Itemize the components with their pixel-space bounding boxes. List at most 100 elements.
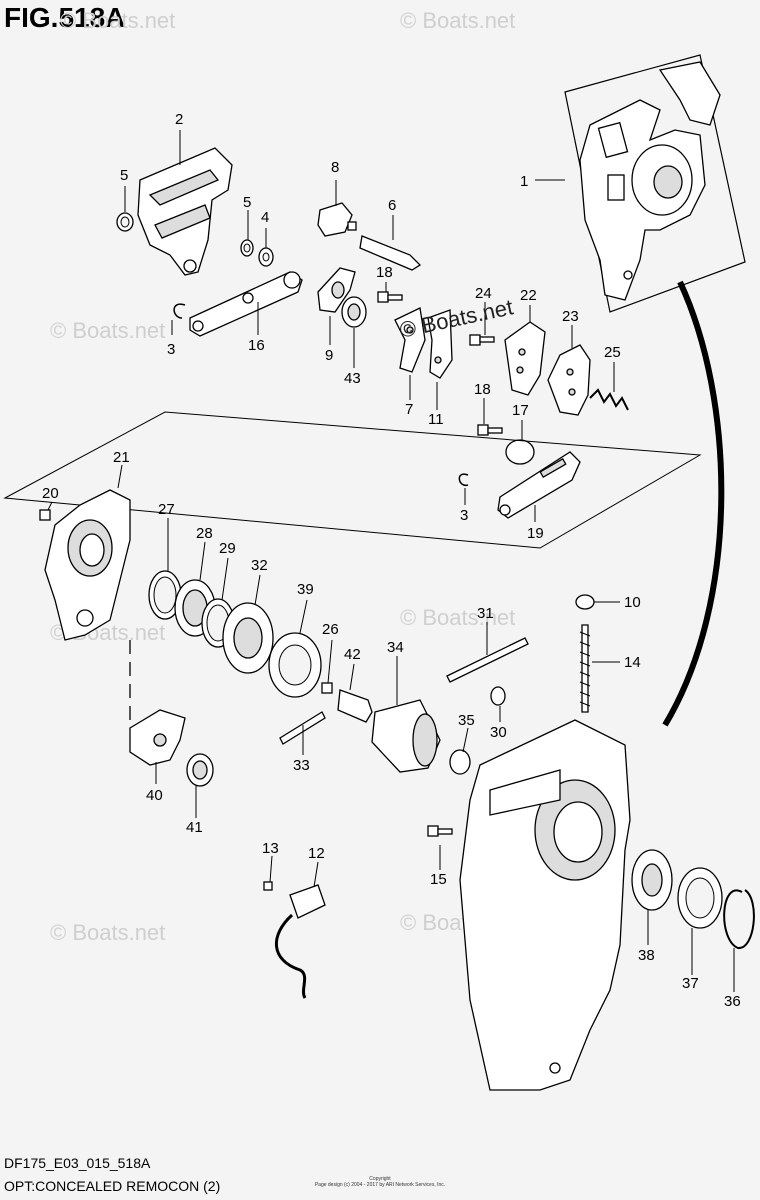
part-2-bracket (137, 147, 233, 276)
callout-5: 5 (243, 194, 251, 211)
part-3-circlip-mid (458, 473, 469, 486)
part-24-screw (469, 334, 495, 346)
callout-8: 8 (331, 159, 339, 176)
figure-title: FIG.518A (4, 2, 126, 33)
callout-16: 16 (248, 337, 265, 354)
callout-4: 4 (261, 209, 269, 226)
watermark: © Boats.net (60, 8, 176, 33)
callout-1: 1 (520, 173, 528, 190)
callout-20: 20 (42, 485, 59, 502)
callout-26: 26 (322, 621, 339, 638)
watermark: © Boats.net (50, 318, 166, 343)
callout-24: 24 (475, 285, 492, 302)
callout-7: 7 (405, 401, 413, 418)
part-36-circlip (723, 889, 755, 949)
part-38-bushing (631, 849, 673, 911)
part-6-shaft (359, 235, 422, 271)
figure-caption: OPT:CONCEALED REMOCON (2) (4, 1178, 221, 1194)
sub-assembly-outline (3, 411, 702, 549)
callout-30: 30 (490, 724, 507, 741)
part-35-bushing (449, 749, 471, 775)
part-3-circlip-top (173, 303, 186, 319)
part-8-cap (317, 202, 357, 237)
callout-31: 31 (477, 605, 494, 622)
callout-11: 11 (428, 411, 444, 428)
part-22-cam-plate (504, 321, 546, 396)
callout-42: 42 (344, 646, 361, 663)
callout-43: 43 (344, 370, 361, 387)
callout-13: 13 (262, 840, 279, 857)
part-13-screw (263, 881, 273, 891)
part-5-circlip-left (116, 212, 134, 232)
callout-18: 18 (474, 381, 491, 398)
leader-lines (47, 130, 735, 992)
callout-12: 12 (308, 845, 325, 862)
part-1-remote-control-handle (579, 61, 721, 301)
watermark: © Boats.net (400, 8, 516, 33)
part-30-cap (490, 686, 506, 706)
callout-28: 28 (196, 525, 213, 542)
part-16-link-lever (189, 271, 303, 337)
callout-40: 40 (146, 787, 163, 804)
part-40-holder (129, 709, 186, 766)
part-42-shaft (337, 689, 373, 723)
part-27-ring (148, 570, 182, 620)
callout-23: 23 (562, 308, 579, 325)
callout-21: 21 (113, 449, 130, 466)
part-17-washer (505, 439, 535, 465)
callout-22: 22 (520, 287, 537, 304)
callout-14: 14 (624, 654, 641, 671)
callout-25: 25 (604, 344, 621, 361)
callout-2: 2 (175, 111, 183, 128)
part-9-cam (317, 267, 356, 313)
callout-18: 18 (376, 264, 393, 281)
watermark: © Boats.net (400, 605, 516, 630)
copyright-label: Copyright (369, 1176, 391, 1182)
part-4-washer (258, 247, 274, 267)
part-25-spring (589, 388, 629, 411)
callout-34: 34 (387, 639, 404, 656)
part-5-circlip-right (240, 239, 254, 257)
part-12-switch-harness (275, 884, 326, 999)
callout-5: 5 (120, 167, 128, 184)
part-37-washer (677, 867, 723, 929)
callout-36: 36 (724, 993, 741, 1010)
callout-27: 27 (158, 501, 175, 518)
callout-17: 17 (512, 402, 529, 419)
callout-3: 3 (167, 341, 175, 358)
part-32-gear (222, 602, 274, 674)
callout-41: 41 (186, 819, 203, 836)
part-26-nut (321, 682, 333, 694)
copyright-text: Page design (c) 2004 - 2017 by ARI Netwo… (314, 1182, 446, 1188)
part-14-threaded-rod (579, 624, 591, 713)
part-19-link (497, 451, 581, 519)
callout-6: 6 (388, 197, 396, 214)
part-39-washer (268, 632, 322, 698)
part-41-bushing (186, 753, 214, 787)
assembly-arc-leader (662, 280, 725, 727)
part-31-strip (446, 637, 529, 683)
part-18-bolt-top (377, 291, 403, 303)
part-10-nut (575, 594, 595, 610)
part-7-plate (394, 307, 426, 373)
callout-15: 15 (430, 871, 447, 888)
callout-37: 37 (682, 975, 699, 992)
watermark: © Boats.net (50, 920, 166, 945)
part-18-bolt-mid (477, 424, 503, 436)
part-20-screw (39, 509, 51, 521)
callout-9: 9 (325, 347, 333, 364)
main-housing (459, 719, 631, 1091)
part-21-plate (44, 489, 131, 641)
callout-3: 3 (460, 507, 468, 524)
callout-38: 38 (638, 947, 655, 964)
callout-33: 33 (293, 757, 310, 774)
part-23-cam-plate (547, 344, 591, 416)
part-34-gear-cylinder (371, 699, 441, 773)
callout-numbers: 1 2 5 5 4 8 6 3 16 9 43 18 7 11 24 22 23… (42, 111, 741, 1010)
callout-10: 10 (624, 594, 641, 611)
callout-32: 32 (251, 557, 268, 574)
part-43-bushing (341, 296, 367, 328)
callout-35: 35 (458, 712, 475, 729)
part-15-bolt (427, 825, 453, 837)
